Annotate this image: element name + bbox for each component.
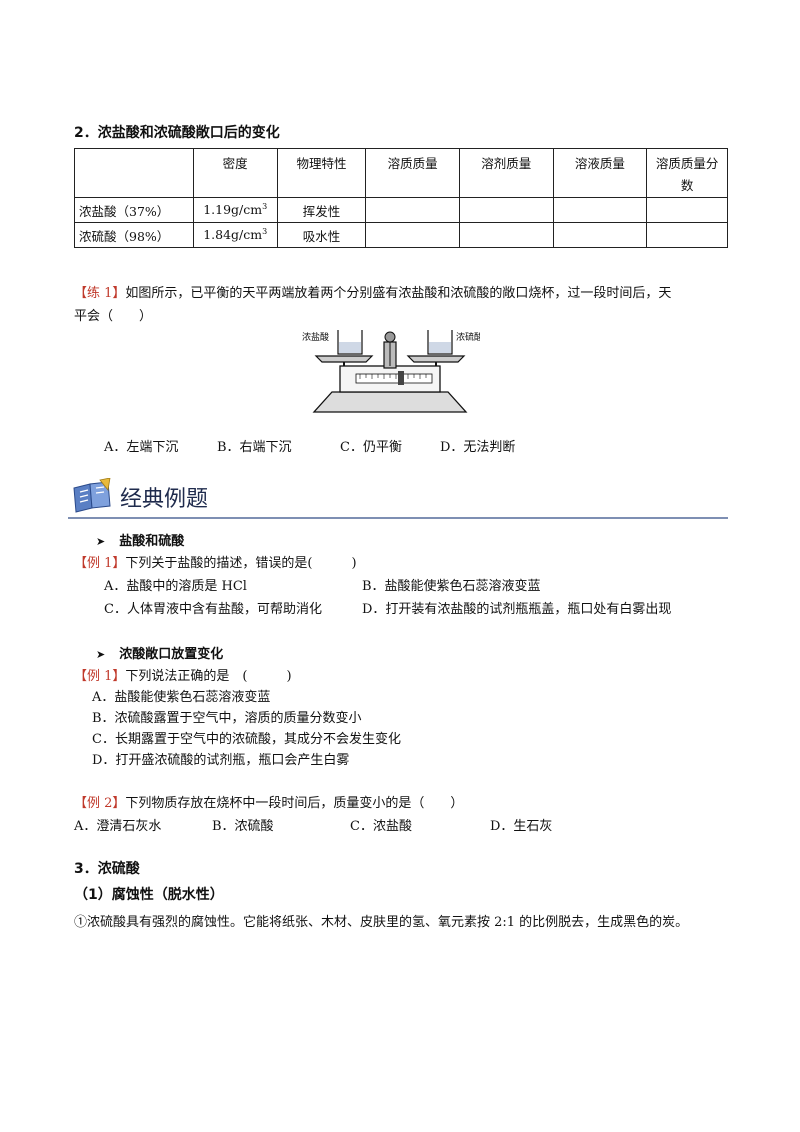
- practice-1-line1: 【练 1】如图所示，已平衡的天平两端放着两个分别盛有浓盐酸和浓硫酸的敞口烧杯，过…: [74, 282, 671, 301]
- section-divider: [68, 517, 728, 519]
- table-cell-empty: [365, 222, 460, 248]
- topic-2-q2-option-a: A．澄清石灰水: [74, 819, 162, 834]
- topic-2-q1-option-b: B．浓硫酸露置于空气中，溶质的质量分数变小: [92, 711, 362, 726]
- balance-scale-figure: 浓盐酸 浓硫酸: [302, 330, 480, 413]
- topic-2-q2-option-c: C．浓盐酸: [350, 819, 412, 834]
- topic-2-q1-option-c: C．长期露置于空气中的浓硫酸，其成分不会发生变化: [92, 732, 401, 747]
- book-icon: [73, 478, 111, 513]
- table-header: 溶质质量: [365, 148, 460, 198]
- table-row: 浓硫酸（98%） 1.84g/cm3 吸水性: [74, 222, 728, 248]
- left-beaker-label: 浓盐酸: [302, 331, 329, 343]
- table-header: 密度: [192, 148, 278, 198]
- practice-1-line2: 平会（ ）: [74, 309, 153, 324]
- table-cell-empty: [646, 197, 728, 223]
- table-header: 溶质质量分数: [646, 148, 728, 198]
- table-cell-empty: [458, 222, 554, 248]
- table-header-row: 密度 物理特性 溶质质量 溶剂质量 溶液质量 溶质质量分数: [74, 148, 728, 198]
- topic-2-q1: 【例 1】下列说法正确的是 ( ): [74, 669, 292, 684]
- acid-properties-table: 密度 物理特性 溶质质量 溶剂质量 溶液质量 溶质质量分数 浓盐酸（37%） 1…: [74, 148, 728, 248]
- topic-2-q2-option-d: D．生石灰: [490, 819, 553, 834]
- table-cell-empty: [458, 197, 554, 223]
- topic-2-q1-option-d: D．打开盛浓硫酸的试剂瓶，瓶口会产生白雾: [92, 753, 350, 768]
- classic-examples-title: 经典例题: [120, 487, 209, 512]
- table-cell-name: 浓硫酸（98%）: [74, 222, 194, 248]
- table-cell-empty: [646, 222, 728, 248]
- practice-1-option-c: C．仍平衡: [340, 440, 402, 455]
- table-cell-property: 吸水性: [276, 222, 367, 248]
- topic-2-q2: 【例 2】下列物质存放在烧杯中一段时间后，质量变小的是（ ）: [74, 796, 464, 811]
- practice-1-text: 如图所示，已平衡的天平两端放着两个分别盛有浓盐酸和浓硫酸的敞口烧杯，过一段时间后…: [125, 286, 672, 301]
- table-cell-empty: [552, 222, 648, 248]
- practice-1-tag: 【练 1】: [74, 286, 126, 301]
- table-cell-property: 挥发性: [276, 197, 367, 223]
- section-2-title: 2．浓盐酸和浓硫酸敞口后的变化: [74, 125, 280, 141]
- practice-1-option-d: D．无法判断: [440, 440, 516, 455]
- table-cell-density: 1.19g/cm3: [192, 197, 278, 223]
- topic-1-option-b: B．盐酸能使紫色石蕊溶液变蓝: [362, 579, 541, 594]
- table-cell-empty: [552, 197, 648, 223]
- table-row: 浓盐酸（37%） 1.19g/cm3 挥发性: [74, 197, 728, 223]
- arrow-bullet-icon: ➤: [96, 648, 106, 661]
- topic-1-option-a: A．盐酸中的溶质是 HCl: [104, 579, 247, 594]
- table-header: 物理特性: [276, 148, 367, 198]
- table-cell-empty: [365, 197, 460, 223]
- arrow-bullet-icon: ➤: [96, 535, 106, 548]
- section-3-subtitle: （1）腐蚀性（脱水性）: [74, 887, 224, 903]
- topic-2-q1-option-a: A．盐酸能使紫色石蕊溶液变蓝: [92, 690, 271, 705]
- section-3-title: 3．浓硫酸: [74, 861, 140, 877]
- table-header: 溶剂质量: [458, 148, 554, 198]
- table-header: 溶液质量: [552, 148, 648, 198]
- section-3-text: ①浓硫酸具有强烈的腐蚀性。它能将纸张、木材、皮肤里的氢、氧元素按 2:1 的比例…: [74, 915, 689, 930]
- table-cell-name: 浓盐酸（37%）: [74, 197, 194, 223]
- table-cell-density: 1.84g/cm3: [192, 222, 278, 248]
- table-header: [74, 148, 194, 198]
- topic-2-q2-option-b: B．浓硫酸: [212, 819, 274, 834]
- practice-1-option-b: B．右端下沉: [217, 440, 292, 455]
- topic-1-question: 【例 1】下列关于盐酸的描述，错误的是( ): [74, 556, 357, 571]
- practice-1-option-a: A．左端下沉: [104, 440, 179, 455]
- topic-2-heading: ➤浓酸敞口放置变化: [96, 647, 224, 662]
- topic-1-option-c: C．人体胃液中含有盐酸，可帮助消化: [104, 602, 322, 617]
- topic-1-heading: ➤盐酸和硫酸: [96, 534, 185, 549]
- topic-1-option-d: D．打开装有浓盐酸的试剂瓶瓶盖，瓶口处有白雾出现: [362, 602, 672, 617]
- right-beaker-label: 浓硫酸: [456, 331, 480, 343]
